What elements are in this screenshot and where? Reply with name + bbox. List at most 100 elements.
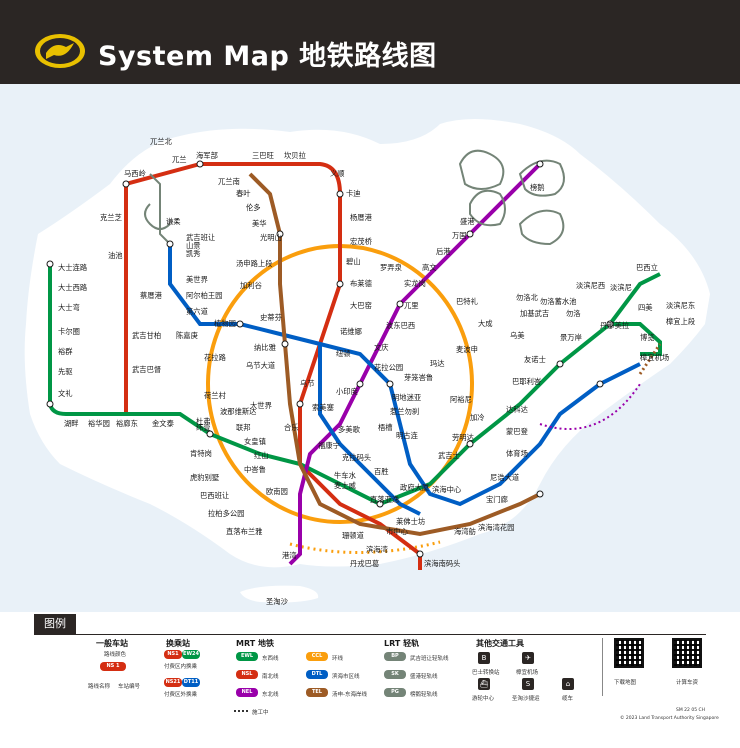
label-braddell: 布莱德 [350, 279, 373, 288]
legend-version: SM 22 05 CH [676, 708, 706, 713]
label-woodleigh: 兀里 [404, 301, 419, 310]
map-area: 兀兰北 兀兰 马西岭 克兰芝 油池 蔡厝港 武吉甘柏 武吉巴督 裕廊东 海军部 … [0, 84, 740, 612]
label-little-india: 小印度 [336, 387, 359, 396]
legend-under-construction: 施工中 [252, 710, 269, 716]
line-nsl [124, 162, 422, 570]
legend-station-name: 路线名称 [88, 684, 111, 690]
label-lakeside: 湖畔 [64, 419, 79, 428]
label-macpherson: 麦波申 [456, 345, 478, 354]
legend-construction-swatch [234, 710, 248, 712]
station-dot [336, 280, 344, 288]
label-napier: 纳比雅 [254, 343, 276, 352]
label-bedok-north: 勿洛北 [516, 293, 539, 302]
legend-lrt-swatch-pg: PG [384, 688, 406, 697]
label-farrer-road: 花拉路 [204, 353, 227, 362]
legend-line-color: 路线颜色 [104, 652, 127, 658]
label-tuas-link: 大士连路 [58, 263, 88, 272]
line-dotted-east [539, 383, 641, 430]
legend-panel: 图例 一般车站 路线颜色 NS 1 路线名称 车站编号 换乘站 NS1 EW24… [0, 612, 740, 748]
label-pasir-ris: 巴西立 [636, 263, 658, 272]
label-yishun: 义顺 [330, 169, 345, 178]
label-novena: 诺维娜 [340, 327, 362, 336]
label-choa-chu-kang: 蔡厝港 [140, 291, 163, 300]
legend-line-name-ccl: 环线 [332, 656, 344, 662]
label-khatib: 卡迪 [346, 189, 361, 198]
label-aljunied: 阿裕尼 [450, 395, 472, 404]
legend-lrt-swatch-sk: SK [384, 670, 406, 679]
lrt-sengkang-punggol [458, 149, 565, 246]
label-pasir-panjang: 巴西班让 [200, 491, 229, 500]
sentosa-express-icon: S [522, 678, 534, 690]
station-dot [536, 490, 544, 498]
legend-lrt-name-pg: 榜鹅轻轨线 [410, 692, 438, 698]
legend-other-cablecar: 缆车 [562, 696, 574, 702]
label-dover: 杜弗 [196, 417, 211, 426]
label-somerset: 索美塞 [312, 403, 335, 412]
label-woodlands-north: 兀兰北 [150, 137, 173, 146]
legend-line-swatch-nel: NEL [236, 688, 258, 697]
label-esplanade: 滨海中心 [432, 485, 462, 494]
fare-calc-qr[interactable] [672, 638, 702, 668]
download-map-qr[interactable] [614, 638, 644, 668]
label-ubi: 乌美 [510, 331, 525, 340]
station-markers [46, 160, 614, 558]
label-woodlands: 兀兰 [172, 155, 187, 164]
label-newton: 纽顿 [336, 349, 351, 358]
label-gardens-by-the-bay: 滨海湾花园 [478, 523, 514, 532]
label-tan-kah-kee: 陈嘉庚 [176, 331, 198, 340]
legend-line-swatch-dtl: DTL [306, 670, 328, 679]
label-beauty-world: 美世界 [186, 275, 209, 284]
label-bedok: 勿洛 [566, 309, 581, 318]
label-marina-bay: 滨海湾 [366, 545, 388, 554]
label-kaki-bukit: 加基武吉 [520, 309, 549, 318]
label-bartley: 巴特礼 [456, 297, 478, 306]
label-commonwealth: 联邦 [236, 423, 251, 432]
label-city-hall: 政府大厦 [400, 483, 429, 492]
line-tel-extension [638, 343, 662, 375]
label-toa-payoh: 大巴窑 [350, 301, 372, 310]
station-dot [236, 320, 244, 328]
legend-divider [602, 638, 603, 696]
legend-interchange: 换乘站 [166, 639, 190, 648]
label-sixth-avenue: 第六道 [186, 307, 209, 316]
label-chinatown: 牛车水 [334, 471, 357, 480]
legend-line-swatch-tel: TEL [306, 688, 328, 697]
legend-line-name-nsl: 南北线 [262, 674, 279, 680]
label-boon-lay: 文礼 [58, 389, 73, 398]
station-dot [46, 400, 54, 408]
label-punggol: 榜鹅 [530, 183, 545, 192]
legend-interchange-pill-c: NS21 [164, 678, 182, 687]
label-queenstown: 女皇镇 [244, 437, 266, 446]
label-bukit-gombak: 武吉甘柏 [132, 331, 161, 340]
land-sentosa [240, 585, 319, 603]
label-marsiling: 马西岭 [124, 169, 146, 178]
station-labels: 兀兰北 兀兰 马西岭 克兰芝 油池 蔡厝港 武吉甘柏 武吉巴督 裕廊东 海军部 … [58, 137, 695, 606]
label-kent-ridge: 肯特岗 [190, 449, 212, 458]
label-caldecott: 加利谷 [240, 281, 263, 290]
lrt-bukit-panjang [144, 173, 171, 245]
legend-lrt-swatch-bp: BP [384, 652, 406, 661]
label-tampines-west: 淡滨尼西 [576, 281, 605, 290]
line-ccl-extension [289, 540, 441, 555]
station-dot [466, 440, 474, 448]
label-bencoolen: 明古连 [396, 431, 419, 440]
label-geylang-bahru: 芽笼峇鲁 [404, 373, 433, 382]
station-dot [296, 400, 304, 408]
label-jurong-east: 裕廊东 [116, 419, 138, 428]
label-cashew: 凯秀 [186, 249, 201, 258]
legend-line-swatch-ewl: EWL [236, 652, 258, 661]
label-bugis: 武吉士 [438, 451, 460, 460]
label-haw-par-villa: 虎豹别墅 [190, 473, 219, 482]
legend-paid-transfer: 付费区内换乘 [164, 664, 198, 670]
label-yio-chu-kang: 杨厝港 [350, 213, 373, 222]
legend-mrt-head: MRT 地铁 [236, 639, 275, 648]
label-bendemeer: 明地迷亚 [392, 393, 421, 402]
legend-rule [34, 634, 706, 635]
label-eunos: 友诺士 [524, 355, 546, 364]
smrt-logo [35, 34, 85, 68]
label-bras-basah: 百胜 [374, 467, 389, 476]
station-dot [276, 230, 284, 238]
label-bright-hill: 光明山 [260, 233, 282, 242]
label-hougang: 后港 [436, 247, 451, 256]
label-upper-thomson: 汤申路上段 [236, 259, 272, 268]
